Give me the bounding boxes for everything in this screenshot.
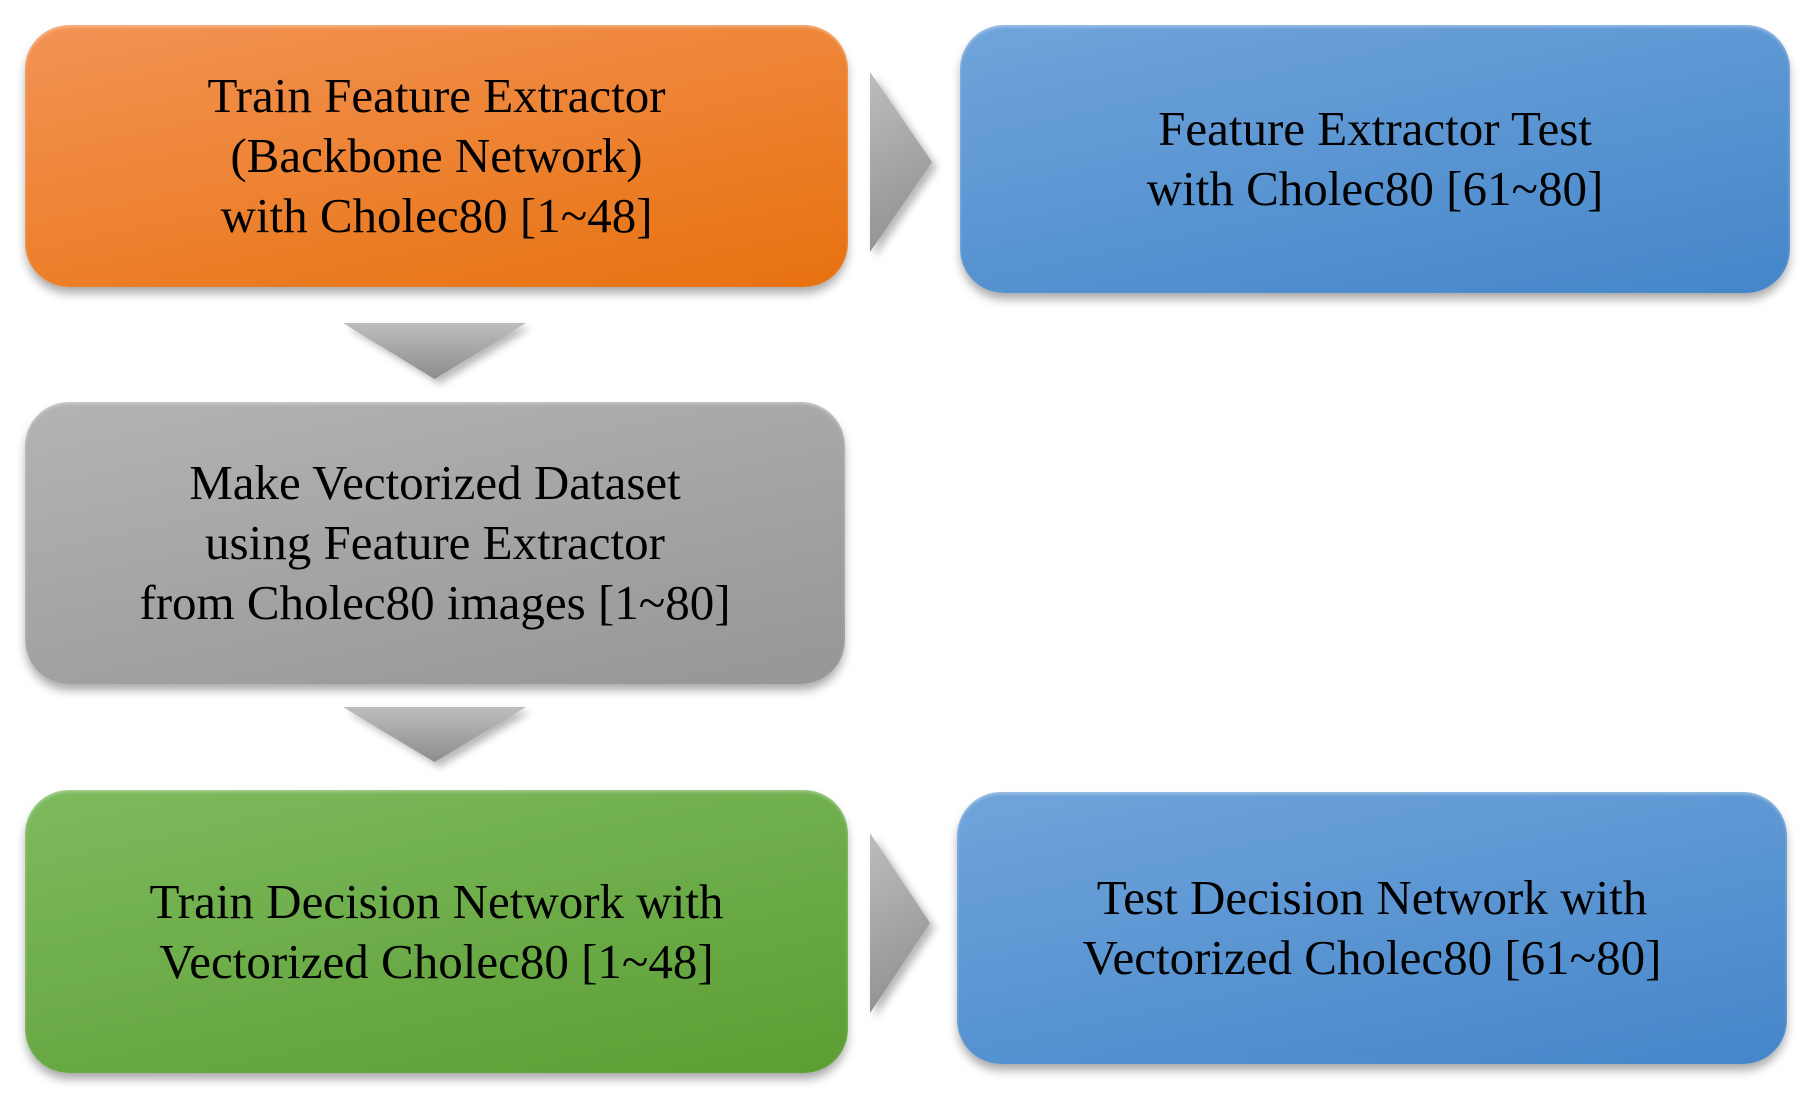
arrow-down-shape — [343, 707, 526, 762]
arrow-down-icon — [343, 323, 526, 379]
node-text-line: (Backbone Network) — [230, 128, 643, 184]
node-feature-extractor-test: Feature Extractor Test with Cholec80 [61… — [960, 25, 1790, 293]
arrow-right-icon — [870, 72, 932, 252]
node-train-feature-extractor: Train Feature Extractor (Backbone Networ… — [25, 25, 848, 287]
node-test-decision-network: Test Decision Network with Vectorized Ch… — [957, 792, 1787, 1064]
arrow-right-icon — [870, 833, 930, 1013]
arrow-down-shape — [343, 323, 526, 379]
node-text-line: with Cholec80 [1~48] — [220, 187, 653, 243]
node-text-line: from Cholec80 images [1~80] — [139, 574, 731, 630]
node-text-line: with Cholec80 [61~80] — [1146, 161, 1604, 216]
arrow-down-icon — [343, 707, 526, 762]
node-text-line: using Feature Extractor — [205, 515, 665, 571]
node-text-line: Feature Extractor Test — [1158, 101, 1592, 157]
node-train-decision-network: Train Decision Network with Vectorized C… — [25, 790, 848, 1073]
node-text-line: Vectorized Cholec80 [61~80] — [1082, 930, 1662, 985]
node-text-line: Vectorized Cholec80 [1~48] — [159, 933, 714, 989]
node-text-line: Train Feature Extractor — [207, 68, 666, 124]
node-make-vectorized-dataset: Make Vectorized Dataset using Feature Ex… — [25, 402, 845, 684]
arrow-right-shape — [870, 833, 930, 1013]
node-text-line: Train Decision Network with — [149, 873, 724, 929]
node-text-line: Make Vectorized Dataset — [189, 455, 681, 511]
node-text-line: Test Decision Network with — [1096, 870, 1648, 926]
arrow-right-shape — [870, 72, 932, 252]
